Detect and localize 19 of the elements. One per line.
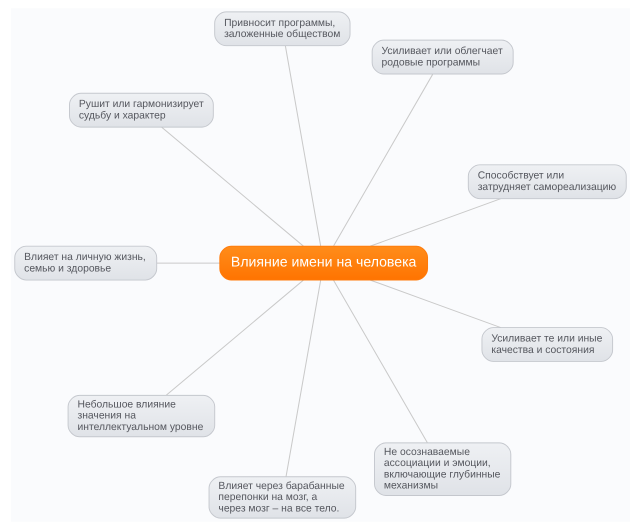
node-box: Влияет через барабанные перепонки на мозг, а через мозг – на все тело. <box>208 476 356 519</box>
connector <box>284 46 321 246</box>
node-box: Усиливает или облегчает родовые программы <box>371 40 514 74</box>
node-box: Привносит программы, заложенные обществом <box>214 11 350 46</box>
node-box: Влияние имени на человека <box>218 246 428 281</box>
connector <box>370 280 500 328</box>
connector <box>156 262 220 264</box>
node-box: Усиливает те или иные качества и состояния <box>480 327 613 362</box>
connector <box>332 280 428 443</box>
node-box: Рушит или гармонизирует судьбу и характер <box>68 92 214 128</box>
node-box: Небольшое влияние значения на интеллектуальном уровне <box>67 394 215 438</box>
node-box: Не осознаваемые ассоциации и эмоции, включающие глубинные механизмы <box>374 442 511 496</box>
connector <box>160 126 304 247</box>
node-box: Способствует или затрудняет самореализацию <box>467 164 626 200</box>
connector <box>370 198 500 247</box>
node-box: Влияет на личную жизнь, семью и здоровье <box>14 246 157 281</box>
connector <box>332 74 433 246</box>
connector <box>285 280 321 477</box>
connector <box>166 280 304 396</box>
